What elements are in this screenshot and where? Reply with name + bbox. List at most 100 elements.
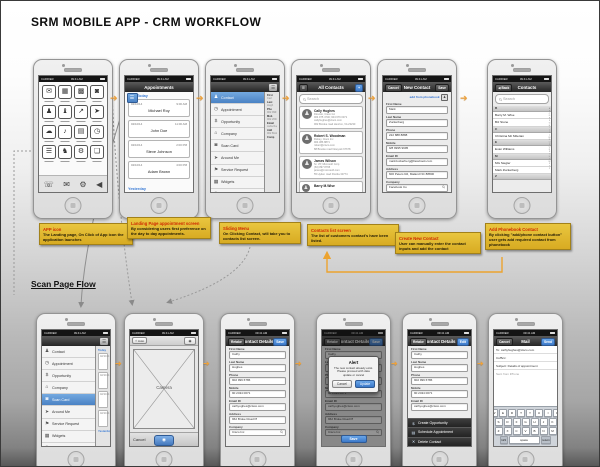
az-list-row[interactable]: Z xyxy=(493,174,551,181)
keyboard-key[interactable]: J xyxy=(539,417,548,426)
az-list-row[interactable]: Christina Mc Milerian xyxy=(493,132,551,141)
company-search-icon[interactable]: ⚲ xyxy=(441,185,447,191)
keyboard-key[interactable]: M xyxy=(548,426,557,435)
hamburger-menu-button[interactable]: ☰ xyxy=(126,93,138,103)
field-input[interactable]: Mark xyxy=(386,106,448,115)
search-field[interactable]: ⚲ Search xyxy=(299,94,363,104)
shutter-button[interactable]: ◉ xyxy=(154,435,174,446)
keyboard-key[interactable]: U xyxy=(535,408,543,417)
menu-item[interactable]: ⚑ Service Request xyxy=(211,165,264,177)
az-list-row[interactable]: MG Siegler xyxy=(493,159,551,167)
az-list-row[interactable]: M xyxy=(493,153,551,160)
app-icon[interactable]: ▦ xyxy=(57,85,73,103)
camera-flip-button[interactable]: ◉ xyxy=(184,336,196,345)
app-icon[interactable]: ♟ xyxy=(41,105,57,123)
field-input[interactable]: Cisco Inc ⚲ xyxy=(229,428,286,437)
keyboard-key[interactable]: D xyxy=(503,417,512,426)
field-input[interactable]: 962 Broke Road Pl xyxy=(229,415,286,424)
keyboard-key[interactable]: A xyxy=(493,418,494,426)
dock-icon[interactable]: ☏ xyxy=(43,179,54,189)
appointment-card[interactable]: 02/10/14 4:00 PM Adam Brown xyxy=(128,160,190,179)
cancel-button[interactable]: Cancel xyxy=(133,437,146,442)
hamburger-menu-button[interactable]: ☰ xyxy=(100,337,108,345)
mail-field[interactable]: Subject: Details of appointment xyxy=(494,362,557,370)
contact-card[interactable]: ♟ James Wilson Sr. VP, Microsoft Corp (6… xyxy=(299,156,363,179)
field-input[interactable]: 600 Peters Rd, Maland NC 88800 xyxy=(386,171,448,179)
appointment-card[interactable]: 02/10/14 xyxy=(98,390,109,408)
field-input[interactable]: 9/8 9995 9995 xyxy=(386,145,448,154)
edit-button[interactable]: Edit xyxy=(456,337,469,346)
add-from-phonebook-link[interactable]: add from phonebook ♟ xyxy=(386,93,448,101)
home-button[interactable] xyxy=(517,451,534,466)
keyboard-key[interactable]: T xyxy=(517,408,525,417)
keyboard-key[interactable]: L xyxy=(558,418,559,426)
home-button[interactable] xyxy=(249,451,266,466)
az-list-row[interactable]: C xyxy=(493,126,551,133)
home-button[interactable] xyxy=(67,451,85,466)
keyboard-key[interactable]: R xyxy=(508,408,516,417)
contact-card[interactable]: ♟ Barry M.Wise xyxy=(299,181,363,192)
dock-icon[interactable]: ◀ xyxy=(96,179,103,189)
appointment-card[interactable]: 02/10/14 xyxy=(98,409,109,427)
field-input[interactable]: 222 888 8888 xyxy=(386,132,448,141)
home-button[interactable] xyxy=(513,197,531,214)
keyboard-key[interactable]: space xyxy=(508,435,540,444)
menu-item[interactable]: ▦ Widgets xyxy=(42,431,95,443)
menu-item[interactable]: ◙ Scan Card xyxy=(211,140,264,153)
dock-icon[interactable]: ✉ xyxy=(63,179,70,189)
keyboard-key[interactable]: F xyxy=(512,417,521,426)
hamburger-menu-button[interactable]: ☰ xyxy=(299,83,308,92)
yesterday-link[interactable]: Yesterday xyxy=(128,187,146,191)
app-icon[interactable]: ♪ xyxy=(57,125,73,143)
menu-item[interactable]: ⌂ Company xyxy=(42,382,95,395)
app-icon[interactable]: ❏ xyxy=(89,145,105,163)
mail-body[interactable]: Sent from iPhone xyxy=(494,370,557,378)
az-list-row[interactable]: E xyxy=(493,140,551,147)
keyboard-key[interactable]: S xyxy=(494,417,503,426)
back-button[interactable]: ◀ Back xyxy=(495,83,513,92)
az-list-row[interactable]: Biz Stone xyxy=(493,119,551,127)
contact-card[interactable]: ♟ Robert S. Woodman Robey, Cisco Inc 904… xyxy=(299,131,363,154)
keyboard-key[interactable]: V xyxy=(521,426,530,435)
contact-action-row[interactable]: ▤ Schedule Appointment xyxy=(408,427,471,437)
keyboard-key[interactable]: I xyxy=(544,408,552,417)
dock-icon[interactable]: ⚙ xyxy=(79,179,87,189)
home-button[interactable] xyxy=(322,197,340,214)
menu-item[interactable]: ◷ Appointment xyxy=(211,104,264,117)
retake-button[interactable]: Retake xyxy=(324,337,341,346)
keyboard-key[interactable]: 123 xyxy=(499,435,508,444)
keyboard-key[interactable]: C xyxy=(512,426,521,435)
field-input[interactable]: cathyughes@cisco.com xyxy=(229,402,286,411)
yesterday-link[interactable]: Yesterday xyxy=(98,428,110,433)
field-input[interactable]: 90 2434 0071 xyxy=(229,389,286,398)
contact-card[interactable]: ♟ Cally Hughes Director, Cisco Inc 904 9… xyxy=(299,106,363,129)
menu-item[interactable]: ⚙ Settings xyxy=(42,443,95,447)
save-button[interactable]: Save xyxy=(369,337,383,346)
home-button[interactable] xyxy=(345,451,362,466)
today-link[interactable]: Today xyxy=(137,94,148,98)
keyboard-key[interactable]: G xyxy=(521,417,530,426)
appointment-card[interactable]: 02/10/14 xyxy=(98,371,109,389)
keyboard-key[interactable]: K xyxy=(548,417,557,426)
app-icon[interactable]: ⚙ xyxy=(73,145,89,163)
search-field[interactable]: ⚲ Search xyxy=(495,94,549,104)
alert-cancel-button[interactable]: Cancel xyxy=(331,380,352,389)
az-list-row[interactable]: Mark Zuckerberg xyxy=(493,166,551,175)
appointment-card[interactable]: 02/10/14 11:00 AM John Doe xyxy=(128,119,190,138)
app-icon[interactable]: ◙ xyxy=(89,85,105,103)
keyboard-key[interactable]: return xyxy=(540,435,552,444)
field-input[interactable]: Cathy xyxy=(411,350,468,359)
hamburger-menu-button[interactable]: ☰ xyxy=(269,83,277,91)
field-input[interactable]: 962 Broke Road Pl xyxy=(325,415,382,424)
app-icon[interactable]: ✉ xyxy=(41,85,57,103)
company-search-icon[interactable]: ⚲ xyxy=(279,429,285,435)
field-input[interactable]: cathyughes@cisco.com xyxy=(325,402,382,411)
keyboard-key[interactable]: ⇧ xyxy=(493,427,494,435)
home-button[interactable] xyxy=(408,197,426,214)
app-icon[interactable]: ↗ xyxy=(73,105,89,123)
add-contact-button[interactable]: + xyxy=(355,83,363,92)
appointment-card[interactable]: 02/10/14 2:00 PM Steve Johnson xyxy=(128,140,190,158)
app-icon[interactable]: ☰ xyxy=(41,145,57,163)
appointment-card[interactable]: 02/10/14 xyxy=(98,352,109,370)
field-input[interactable]: 90 2434 0071 xyxy=(411,389,468,398)
